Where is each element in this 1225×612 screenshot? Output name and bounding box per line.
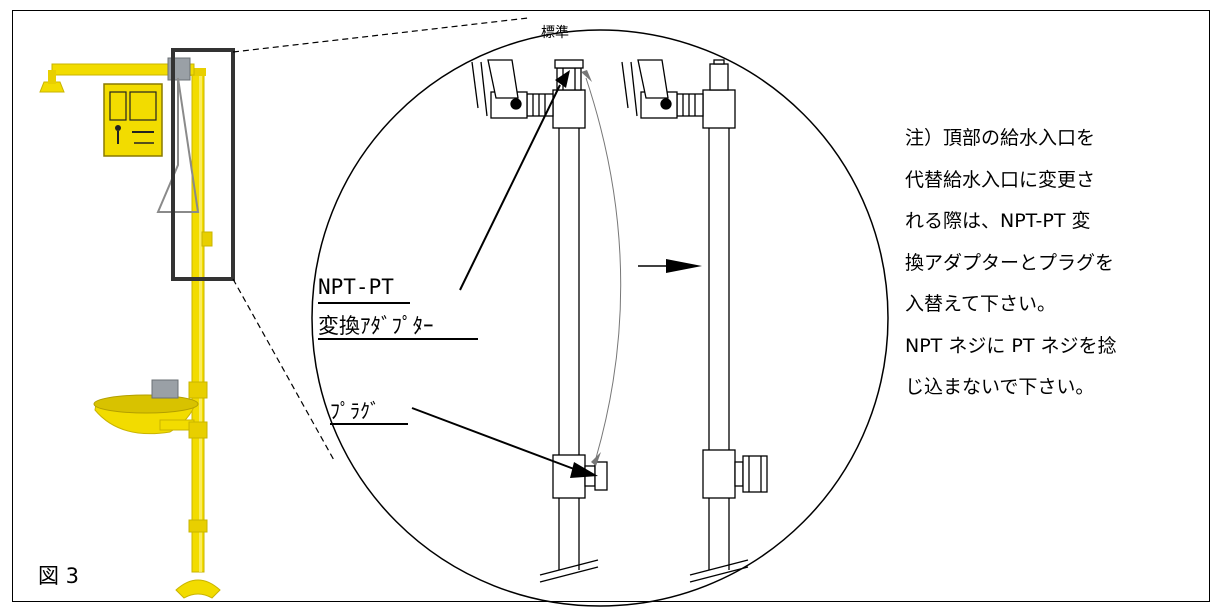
plug-label: ﾌﾟﾗｸﾞ bbox=[330, 399, 380, 423]
figure-label: 図 3 bbox=[38, 564, 80, 588]
alternate-configuration bbox=[621, 59, 768, 583]
adapter-label-line2: 変換ｱﾀﾞﾌﾟﾀｰ bbox=[318, 314, 434, 338]
note-line: 代替給水入口に変更さ bbox=[905, 168, 1096, 191]
note-line: 換アダプターとプラグを bbox=[905, 251, 1115, 274]
standard-configuration bbox=[471, 59, 608, 583]
detail-highlight-box bbox=[171, 48, 235, 281]
adapter-leader-line bbox=[459, 84, 561, 291]
note-line: れる際は、NPT-PT 変 bbox=[905, 210, 1091, 232]
note-line: NPT ネジに PT ネジを捻 bbox=[905, 334, 1117, 357]
note-line: 注）頂部の給水入口を bbox=[905, 127, 1096, 149]
magnifier-circle bbox=[311, 29, 889, 607]
adapter-underline-2 bbox=[318, 338, 478, 340]
standard-label: 標準 bbox=[541, 25, 569, 41]
note-line: 入替えて下さい。 bbox=[905, 293, 1057, 315]
adapter-underline-1 bbox=[318, 302, 410, 304]
note-text: 注）頂部の給水入口を 代替給水入口に変更さ れる際は、NPT-PT 変 換アダプ… bbox=[905, 118, 1205, 409]
plug-leader-line bbox=[411, 407, 583, 473]
zoom-line-top bbox=[232, 17, 529, 53]
note-line: じ込まないで下さい。 bbox=[905, 376, 1095, 398]
zoom-line-bottom bbox=[232, 278, 336, 463]
figure-frame bbox=[12, 10, 1210, 602]
adapter-label-line1: NPT-PT bbox=[318, 275, 394, 299]
plug-underline bbox=[330, 423, 408, 425]
emergency-shower-illustration bbox=[39, 57, 221, 599]
swap-curve-arrow bbox=[585, 77, 622, 459]
